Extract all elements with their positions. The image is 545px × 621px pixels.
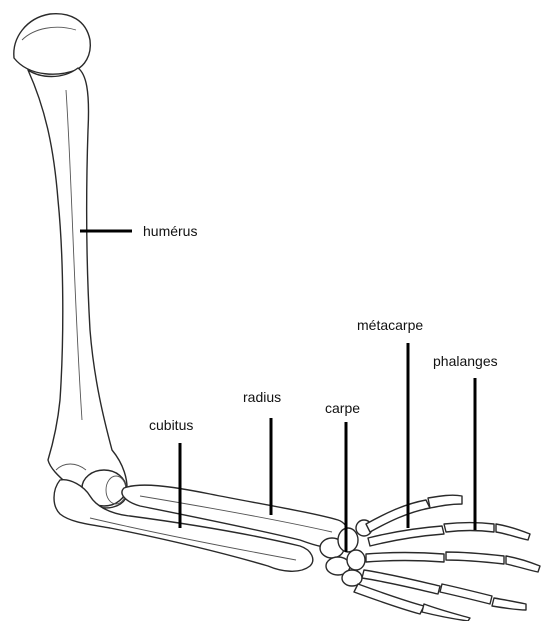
radius-label: radius: [243, 389, 281, 405]
cubitus-label: cubitus: [149, 417, 193, 433]
humerus-bone: [14, 14, 127, 508]
humerus-label: humérus: [143, 223, 197, 239]
metacarpe-label: métacarpe: [357, 317, 423, 333]
metacarpe-bones: [354, 500, 444, 614]
carpe-label: carpe: [325, 400, 360, 416]
phalanges-label: phalanges: [433, 353, 498, 369]
